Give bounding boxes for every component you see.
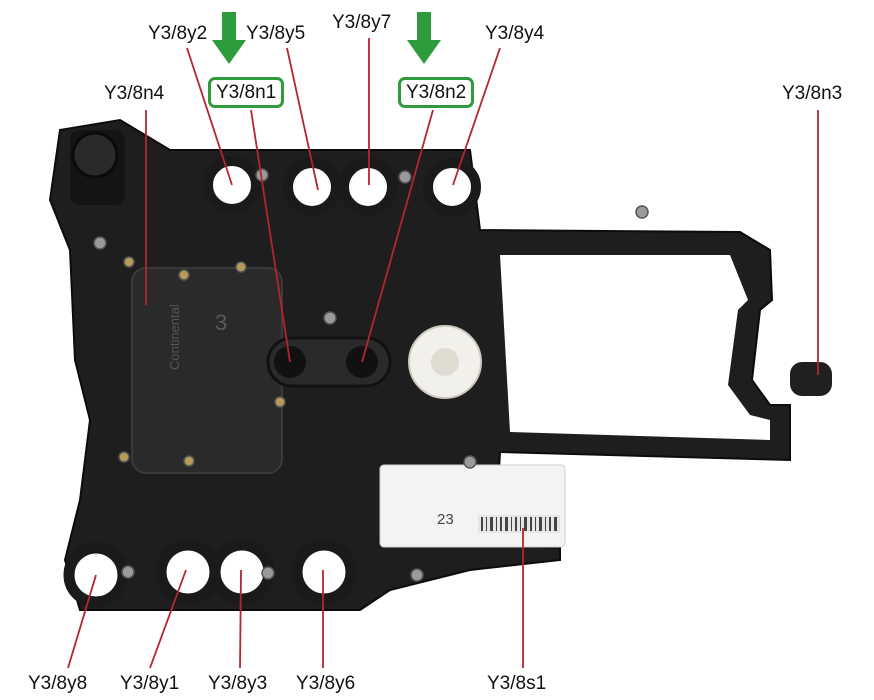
control-unit-n4: 3 xyxy=(131,267,283,474)
selector-module-s1 xyxy=(379,464,566,548)
leader-y8y4 xyxy=(452,47,501,186)
label-y3-8y5: Y3/8y5 xyxy=(246,23,306,44)
label-y3-8y8: Y3/8y8 xyxy=(28,673,88,694)
module-number: 23 xyxy=(437,511,454,528)
down-arrow-icon xyxy=(212,12,246,64)
cover-number: 3 xyxy=(215,310,227,335)
label-y3-8n4: Y3/8n4 xyxy=(104,83,165,104)
leader-y8y1 xyxy=(149,569,187,669)
screws xyxy=(93,168,649,582)
white-gear xyxy=(408,325,482,399)
label-y3-8y4: Y3/8y4 xyxy=(485,23,545,44)
leader-y8y3 xyxy=(239,569,242,669)
speed-sensor-n3 xyxy=(790,362,832,396)
connector-plug xyxy=(70,130,125,205)
leader-y8y8 xyxy=(67,574,97,669)
leader-y8y2 xyxy=(186,47,233,186)
sensor-channel xyxy=(266,336,392,388)
leader-y8n2 xyxy=(361,109,434,363)
label-y3-8y7: Y3/8y7 xyxy=(332,12,392,33)
label-y3-8y6: Y3/8y6 xyxy=(296,673,356,694)
brand-marking: Continental xyxy=(167,304,182,370)
label-y3-8n2: Y3/8n2 xyxy=(398,77,475,108)
top-solenoids xyxy=(203,156,481,216)
label-y3-8n3: Y3/8n3 xyxy=(782,83,843,104)
down-arrow-icon xyxy=(407,12,441,64)
leader-y8n1 xyxy=(250,109,291,363)
label-y3-8y2: Y3/8y2 xyxy=(148,23,208,44)
leader-y8y5 xyxy=(286,47,319,191)
bottom-solenoids xyxy=(63,539,357,608)
label-y3-8y3: Y3/8y3 xyxy=(208,673,268,694)
label-y3-8n1: Y3/8n1 xyxy=(208,77,285,108)
leader-lines xyxy=(67,38,819,669)
label-y3-8y1: Y3/8y1 xyxy=(120,673,180,694)
label-y3-8s1: Y3/8s1 xyxy=(487,673,547,694)
